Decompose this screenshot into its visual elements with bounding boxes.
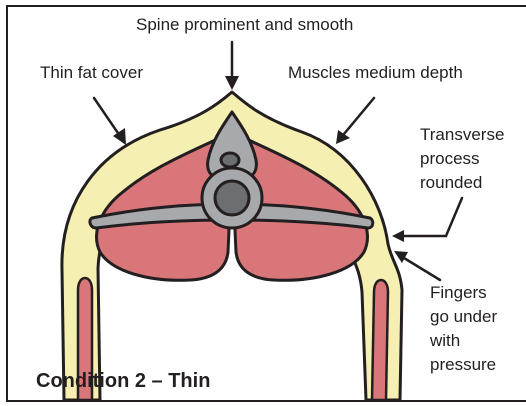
right-leg-muscle (372, 280, 388, 400)
muscles-arrow (344, 98, 374, 134)
condition-title: Condition 2 – Thin (36, 370, 210, 393)
transverse-arrowhead (392, 230, 404, 242)
fingers-label-line4: pressure (430, 354, 496, 376)
vertebral-canal (215, 181, 249, 215)
spine-arrowhead (225, 76, 239, 90)
transverse-label-line1: Transverse (420, 124, 504, 146)
fingers-label-line2: go under (430, 306, 497, 328)
muscles-arrowhead (336, 130, 350, 144)
muscles-label: Muscles medium depth (288, 62, 463, 84)
transverse-arrow (400, 198, 462, 236)
fingers-label-line1: Fingers (430, 282, 487, 304)
spinal-cord-hole (221, 153, 239, 167)
transverse-label-line2: process (420, 148, 480, 170)
spine-label: Spine prominent and smooth (136, 14, 353, 36)
fat-label: Thin fat cover (40, 62, 143, 84)
fingers-label-line3: with (430, 330, 460, 352)
transverse-label-line3: rounded (420, 172, 482, 194)
fingers-arrowhead (394, 251, 408, 263)
fat-arrow (94, 98, 120, 136)
fingers-arrow (404, 258, 440, 280)
